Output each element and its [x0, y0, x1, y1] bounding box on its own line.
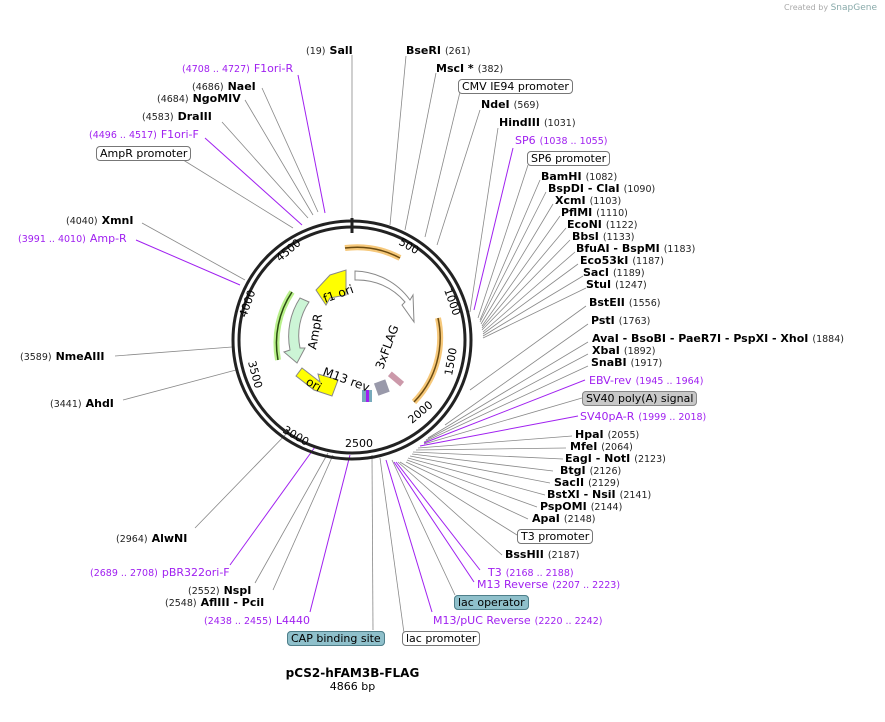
feature-CAP-binding-site[interactable]: CAP binding site [287, 631, 385, 646]
site-BtgI[interactable]: BtgI(2126) [560, 464, 622, 477]
svg-text:500: 500 [397, 235, 422, 257]
svg-text:4000: 4000 [237, 288, 259, 319]
site-AvaI-XhoI[interactable]: AvaI - BsoBI - PaeR7I - PspXI - XhoI(188… [592, 332, 844, 345]
site-XbaI[interactable]: XbaI(1892) [592, 344, 656, 357]
site-ApaI[interactable]: ApaI(2148) [532, 512, 596, 525]
site-BstEII[interactable]: BstEII(1556) [589, 296, 661, 309]
primer-pBR322ori-F[interactable]: (2689 .. 2708)pBR322ori-F [90, 566, 230, 579]
backbone-inner [237, 225, 467, 455]
site-BfuAI[interactable]: BfuAI - BspMI(1183) [576, 242, 696, 255]
svg-text:1500: 1500 [442, 347, 460, 377]
primer-M13-pUC-Reverse[interactable]: M13/pUC Reverse(2220 .. 2242) [433, 614, 603, 627]
ampr-feature [282, 297, 310, 364]
svg-text:AmpR: AmpR [305, 313, 325, 351]
primer-SP6[interactable]: SP6(1038 .. 1055) [515, 134, 608, 147]
feature-SP6-promoter[interactable]: SP6 promoter [527, 151, 611, 166]
site-NdeI[interactable]: NdeI(569) [481, 98, 540, 111]
feature-lac-operator[interactable]: lac operator [454, 595, 529, 610]
site-NspI[interactable]: (2552)NspI [188, 584, 252, 597]
feature-CMV[interactable]: CMV IE94 promoter [458, 79, 573, 94]
feature-SV40-polyA[interactable]: SV40 poly(A) signal [582, 391, 698, 406]
plasmid-name: pCS2-hFAM3B-FLAG [285, 666, 420, 680]
primer-EBV-rev[interactable]: EBV-rev(1945 .. 1964) [589, 374, 704, 387]
feature-T3-promoter[interactable]: T3 promoter [517, 529, 594, 544]
site-StuI[interactable]: StuI(1247) [586, 278, 647, 291]
feature-labels: f1 ori AmpR ori M13 rev 3xFLAG [304, 282, 402, 394]
site-PstI[interactable]: PstI(1763) [591, 314, 651, 327]
site-PflMI[interactable]: PflMI(1110) [561, 206, 628, 219]
sv40-feature [387, 371, 405, 387]
leader-lines [114, 55, 589, 634]
svg-text:ori: ori [304, 374, 325, 394]
cmv-backbone-feature [354, 270, 415, 324]
site-BbsI[interactable]: BbsI(1133) [572, 230, 635, 243]
plasmid-length: 4866 bp [329, 680, 376, 693]
feature-AmpR-promoter[interactable]: AmpR promoter [96, 146, 192, 161]
primer-F1ori-R[interactable]: (4708 .. 4727)F1ori-R [182, 62, 294, 75]
primer-lines [135, 74, 586, 613]
primer-T3[interactable]: T3(2168 .. 2188) [488, 566, 574, 579]
svg-text:2500: 2500 [345, 437, 373, 450]
site-EagI-NotI[interactable]: EagI - NotI(2123) [565, 452, 666, 465]
site-NmeAIII[interactable]: (3589)NmeAIII [20, 350, 105, 363]
feature-lac-promoter[interactable]: lac promoter [402, 631, 481, 646]
site-SacI[interactable]: SacI(1189) [583, 266, 645, 279]
f1-ori-feature [315, 269, 347, 306]
site-HindIII[interactable]: HindIII(1031) [499, 116, 576, 129]
site-EcoNI[interactable]: EcoNI(1122) [567, 218, 638, 231]
hfam3b-arc [411, 317, 444, 405]
site-BssHII[interactable]: BssHII(2187) [505, 548, 580, 561]
primer-M13-Reverse[interactable]: M13 Reverse(2207 .. 2223) [477, 578, 621, 591]
site-BstXI-NsiI[interactable]: BstXI - NsiI(2141) [547, 488, 652, 501]
site-NaeI[interactable]: (4686)NaeI [192, 80, 256, 93]
primer-SV40pA-R[interactable]: SV40pA-R(1999 .. 2018) [580, 410, 707, 423]
site-XcmI[interactable]: XcmI(1103) [555, 194, 622, 207]
svg-text:3xFLAG: 3xFLAG [373, 323, 402, 371]
primer-L4440[interactable]: (2438 .. 2455)L4440 [204, 614, 310, 627]
site-Eco53kI[interactable]: Eco53kI(1187) [580, 254, 664, 267]
site-AlwNI[interactable]: (2964)AlwNI [116, 532, 188, 545]
site-AflIII-PciI[interactable]: (2548)AflIII - PciI [165, 596, 265, 609]
site-MscI[interactable]: MscI *(382) [436, 62, 504, 75]
site-BseRI[interactable]: BseRI(261) [406, 44, 471, 57]
site-DraIII[interactable]: (4583)DraIII [142, 110, 212, 123]
site-NgoMIV[interactable]: (4684)NgoMIV [157, 92, 241, 105]
site-SalI[interactable]: (19)SalI [306, 44, 353, 57]
site-BamHI[interactable]: BamHI(1082) [541, 170, 618, 183]
site-XmnI[interactable]: (4040)XmnI [66, 214, 134, 227]
site-MfeI[interactable]: MfeI(2064) [570, 440, 633, 453]
site-PspOMI[interactable]: PspOMI(2144) [540, 500, 623, 513]
site-SacII[interactable]: SacII(2129) [554, 476, 620, 489]
site-AhdI[interactable]: (3441)AhdI [50, 397, 114, 410]
flag-tag-feature [373, 379, 390, 396]
site-HpaI[interactable]: HpaI(2055) [575, 428, 640, 441]
site-BspDI[interactable]: BspDI - ClaI(1090) [548, 182, 656, 195]
ori-feature [295, 367, 339, 397]
snapgene-credit: Created by SnapGene [784, 3, 877, 13]
site-SnaBI[interactable]: SnaBI(1917) [591, 356, 663, 369]
primer-Amp-R[interactable]: (3991 .. 4010)Amp-R [18, 232, 127, 245]
primer-F1ori-F[interactable]: (4496 .. 4517)F1ori-F [89, 128, 199, 141]
backbone-outer [231, 219, 473, 461]
